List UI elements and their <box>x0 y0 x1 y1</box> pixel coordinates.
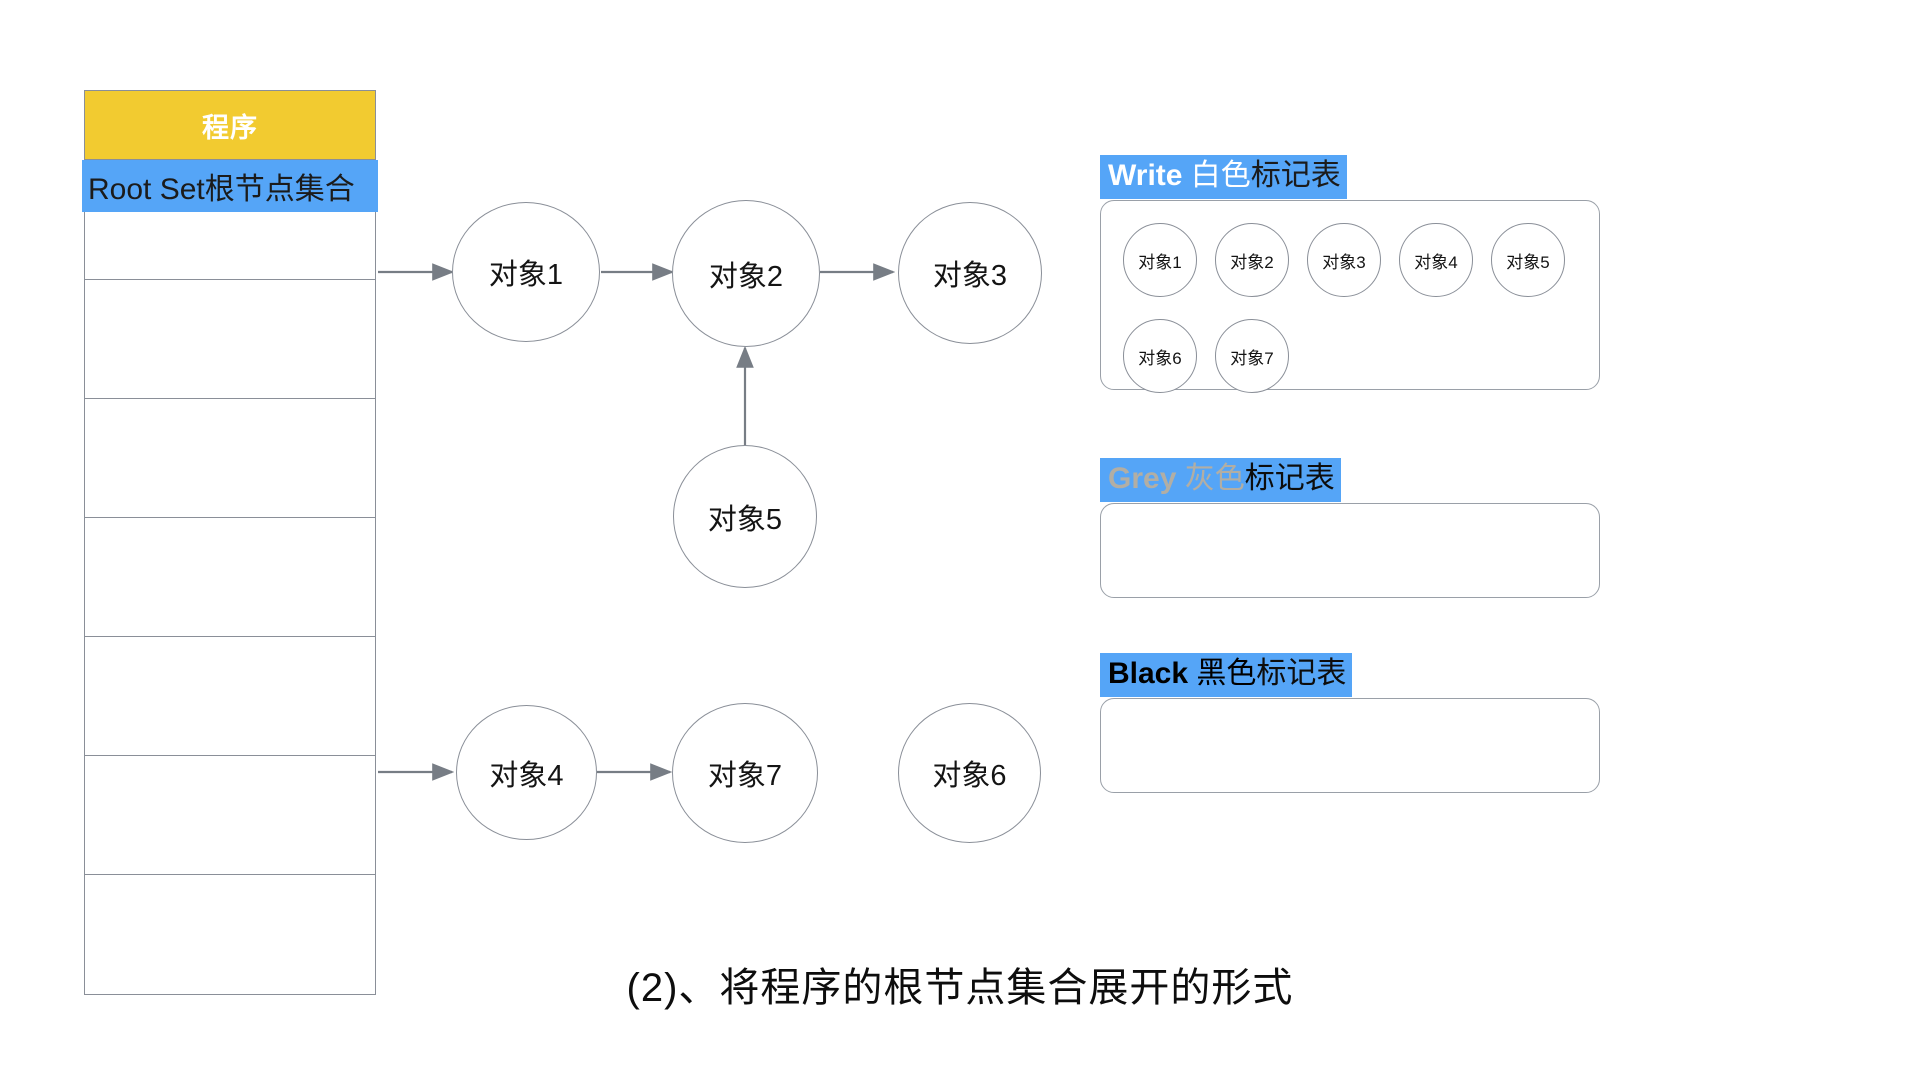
panel-black-mark-table: Black 黑色标记表 <box>1100 653 1600 793</box>
mark-chip[interactable]: 对象4 <box>1399 223 1473 297</box>
mark-chip-label: 对象3 <box>1322 252 1366 272</box>
panel-white-title-cn1: 白色 <box>1182 159 1251 192</box>
panel-white-mark-table: Write 白色标记表 对象1 对象2 对象3 对象4 对象5 对象6 对象7 <box>1100 155 1600 405</box>
mark-chip-label: 对象7 <box>1230 348 1274 368</box>
graph-node-label: 对象3 <box>932 260 1008 292</box>
panel-white-title-en: Write <box>1108 159 1183 192</box>
panel-black-title-cn2: 标记表 <box>1256 657 1347 690</box>
panel-grey-title: Grey 灰色标记表 <box>1100 458 1341 502</box>
mark-chip-label: 对象1 <box>1138 252 1182 272</box>
graph-node-obj3[interactable]: 对象3 <box>898 202 1042 344</box>
panel-white-title: Write 白色标记表 <box>1100 155 1347 199</box>
graph-node-label: 对象6 <box>932 760 1007 792</box>
graph-node-label: 对象1 <box>488 259 564 291</box>
table-row <box>85 637 375 756</box>
mark-chip-label: 对象6 <box>1138 348 1182 368</box>
graph-node-obj4[interactable]: 对象4 <box>456 705 597 840</box>
root-set-rows <box>84 160 376 995</box>
graph-node-label: 对象7 <box>707 760 783 792</box>
root-set-header: Root Set根节点集合 <box>82 160 378 212</box>
graph-node-obj7[interactable]: 对象7 <box>672 703 818 843</box>
panel-black-title-en: Black <box>1108 657 1189 690</box>
panel-black-title: Black 黑色标记表 <box>1100 653 1353 697</box>
table-row <box>85 518 375 637</box>
panel-white-title-cn2: 标记表 <box>1250 159 1341 192</box>
panel-grey-mark-table: Grey 灰色标记表 <box>1100 458 1600 598</box>
mark-chip[interactable]: 对象1 <box>1123 223 1197 297</box>
panel-black-body <box>1100 698 1600 793</box>
panel-grey-body <box>1100 503 1600 598</box>
graph-node-obj1[interactable]: 对象1 <box>452 202 600 342</box>
mark-chip[interactable]: 对象2 <box>1215 223 1289 297</box>
program-root-set-table: 程序 Root Set根节点集合 <box>82 90 378 995</box>
graph-node-obj6[interactable]: 对象6 <box>898 703 1041 843</box>
mark-chip-label: 对象4 <box>1414 252 1458 272</box>
table-row <box>85 280 375 399</box>
graph-node-label: 对象2 <box>708 260 784 293</box>
mark-chip[interactable]: 对象5 <box>1491 223 1565 297</box>
panel-grey-title-en: Grey <box>1108 462 1177 495</box>
panel-white-body: 对象1 对象2 对象3 对象4 对象5 对象6 对象7 <box>1100 200 1600 393</box>
mark-chip[interactable]: 对象6 <box>1123 319 1197 393</box>
graph-node-obj2[interactable]: 对象2 <box>672 200 820 347</box>
mark-chip-label: 对象2 <box>1230 252 1274 272</box>
panel-black-title-cn1: 黑色 <box>1188 657 1257 690</box>
graph-node-label: 对象5 <box>707 503 783 536</box>
panel-grey-title-cn1: 灰色 <box>1176 462 1245 495</box>
table-row <box>85 756 375 875</box>
mark-chip[interactable]: 对象3 <box>1307 223 1381 297</box>
program-header: 程序 <box>84 90 376 160</box>
mark-chip-label: 对象5 <box>1506 252 1550 272</box>
graph-node-obj5[interactable]: 对象5 <box>673 445 817 588</box>
table-row <box>85 875 375 994</box>
table-row <box>85 399 375 518</box>
panel-grey-title-cn2: 标记表 <box>1244 462 1335 495</box>
figure-caption: (2)、将程序的根节点集合展开的形式 <box>626 966 1294 1010</box>
mark-chip[interactable]: 对象7 <box>1215 319 1289 393</box>
graph-node-label: 对象4 <box>489 759 564 792</box>
